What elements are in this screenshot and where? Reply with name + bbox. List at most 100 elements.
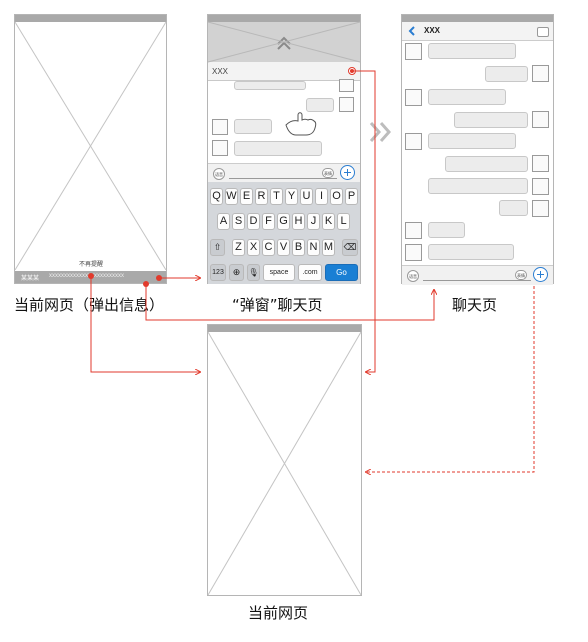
key-t[interactable]: T: [270, 188, 283, 205]
notify-text[interactable]: xxxxxxxxxxxxxxxxxxxxxxxxx: [49, 273, 124, 279]
frame-chat-page: XXX 语音 表情: [401, 14, 554, 285]
com-key[interactable]: .com: [298, 264, 322, 281]
key-c[interactable]: C: [262, 239, 275, 256]
key-p[interactable]: P: [345, 188, 358, 205]
avatar: [339, 97, 354, 112]
arrow-to-current-page: [90, 276, 200, 372]
frame-popup-chat: XXX 语音 表情 Q W E R T Y U I O: [207, 14, 361, 284]
input-bar: 语音 表情: [208, 163, 360, 183]
close-icon[interactable]: [348, 67, 356, 75]
key-d[interactable]: D: [247, 213, 260, 230]
caption-current-page: 当前网页: [248, 604, 309, 622]
key-f[interactable]: F: [262, 213, 275, 230]
key-b[interactable]: B: [292, 239, 305, 256]
message-input[interactable]: [229, 178, 337, 179]
more-icon[interactable]: [537, 27, 549, 37]
chevron-up-icon[interactable]: [276, 36, 292, 50]
go-key[interactable]: Go: [325, 264, 358, 281]
message-bubble: [428, 222, 465, 238]
mic-key[interactable]: 🎙: [247, 264, 260, 281]
avatar: [532, 65, 549, 82]
avatar: [339, 79, 354, 92]
key-j[interactable]: J: [307, 213, 320, 230]
key-a[interactable]: A: [217, 213, 230, 230]
status-bar: [402, 15, 553, 22]
message-bubble: [428, 89, 506, 105]
key-y[interactable]: Y: [285, 188, 298, 205]
popup-title: XXX: [212, 67, 229, 76]
microphone-icon: 🎙: [248, 268, 259, 277]
message-input[interactable]: [423, 280, 531, 281]
key-u[interactable]: U: [300, 188, 313, 205]
caption-popup-chat: “弹窗”聊天页: [232, 296, 323, 314]
key-e[interactable]: E: [240, 188, 253, 205]
key-q[interactable]: Q: [210, 188, 223, 205]
message-bubble: [234, 119, 272, 134]
shift-key[interactable]: ⇧: [210, 239, 225, 256]
key-k[interactable]: K: [322, 213, 335, 230]
shift-icon: ⇧: [213, 242, 222, 252]
avatar: [212, 119, 228, 135]
chat-header: XXX: [402, 22, 553, 41]
key-o[interactable]: O: [330, 188, 343, 205]
message-bubble: [428, 133, 516, 149]
key-i[interactable]: I: [315, 188, 328, 205]
message-bubble: [306, 98, 334, 112]
key-z[interactable]: Z: [232, 239, 245, 256]
voice-button[interactable]: 语音: [407, 270, 419, 282]
status-bar: [15, 15, 166, 22]
message-bubble: [428, 244, 514, 260]
keyboard: Q W E R T Y U I O P A S D F G H J K L ⇧ …: [208, 182, 360, 284]
avatar: [532, 155, 549, 172]
message-bubble: [445, 156, 528, 172]
key-g[interactable]: G: [277, 213, 290, 230]
arrow-back-to-current-page: [366, 286, 535, 472]
backspace-key[interactable]: ⌫: [342, 239, 358, 256]
caption-chat-page: 聊天页: [452, 296, 498, 314]
plus-icon[interactable]: [340, 165, 355, 180]
chat-title: XXX: [424, 26, 441, 35]
key-m[interactable]: M: [322, 239, 335, 256]
hand-swipe-icon: [285, 112, 317, 136]
message-bubble: [454, 112, 528, 128]
emoji-button[interactable]: 表情: [515, 270, 527, 280]
space-key[interactable]: space: [263, 264, 295, 281]
avatar: [405, 244, 422, 261]
message-bubble: [428, 178, 528, 194]
avatar: [532, 111, 549, 128]
backspace-icon: ⌫: [343, 242, 357, 252]
status-bar: [208, 325, 361, 332]
plus-icon[interactable]: [533, 267, 548, 282]
key-r[interactable]: R: [255, 188, 268, 205]
key-n[interactable]: N: [307, 239, 320, 256]
avatar: [532, 178, 549, 195]
red-dot-notify-bar: [156, 275, 162, 281]
message-bubble: [499, 200, 528, 216]
red-dot-notify-text: [143, 281, 149, 287]
avatar: [405, 43, 422, 60]
emoji-button[interactable]: 表情: [322, 168, 334, 178]
chevron-right-icon: [369, 122, 392, 142]
key-w[interactable]: W: [225, 188, 238, 205]
avatar: [405, 89, 422, 106]
message-bubble: [428, 43, 516, 59]
globe-icon: ⊕: [232, 267, 241, 277]
globe-key[interactable]: ⊕: [229, 264, 244, 281]
key-s[interactable]: S: [232, 213, 245, 230]
popup-title-bar: XXX: [208, 62, 360, 81]
number-key[interactable]: 123: [210, 264, 226, 281]
key-h[interactable]: H: [292, 213, 305, 230]
notify-name[interactable]: 某某某: [21, 276, 40, 282]
message-bubble: [234, 141, 322, 156]
key-v[interactable]: V: [277, 239, 290, 256]
avatar: [532, 200, 549, 217]
avatar: [212, 140, 228, 156]
frame-current-page-popup: 不再提醒 某某某 xxxxxxxxxxxxxxxxxxxxxxxxx: [14, 14, 167, 284]
voice-button[interactable]: 语音: [213, 168, 225, 180]
key-l[interactable]: L: [337, 213, 350, 230]
avatar: [405, 222, 422, 239]
caption-current-page-popup: 当前网页（弹出信息）: [14, 296, 165, 314]
key-x[interactable]: X: [247, 239, 260, 256]
back-arrow-icon[interactable]: [408, 26, 416, 36]
mute-label[interactable]: 不再提醒: [79, 262, 104, 268]
